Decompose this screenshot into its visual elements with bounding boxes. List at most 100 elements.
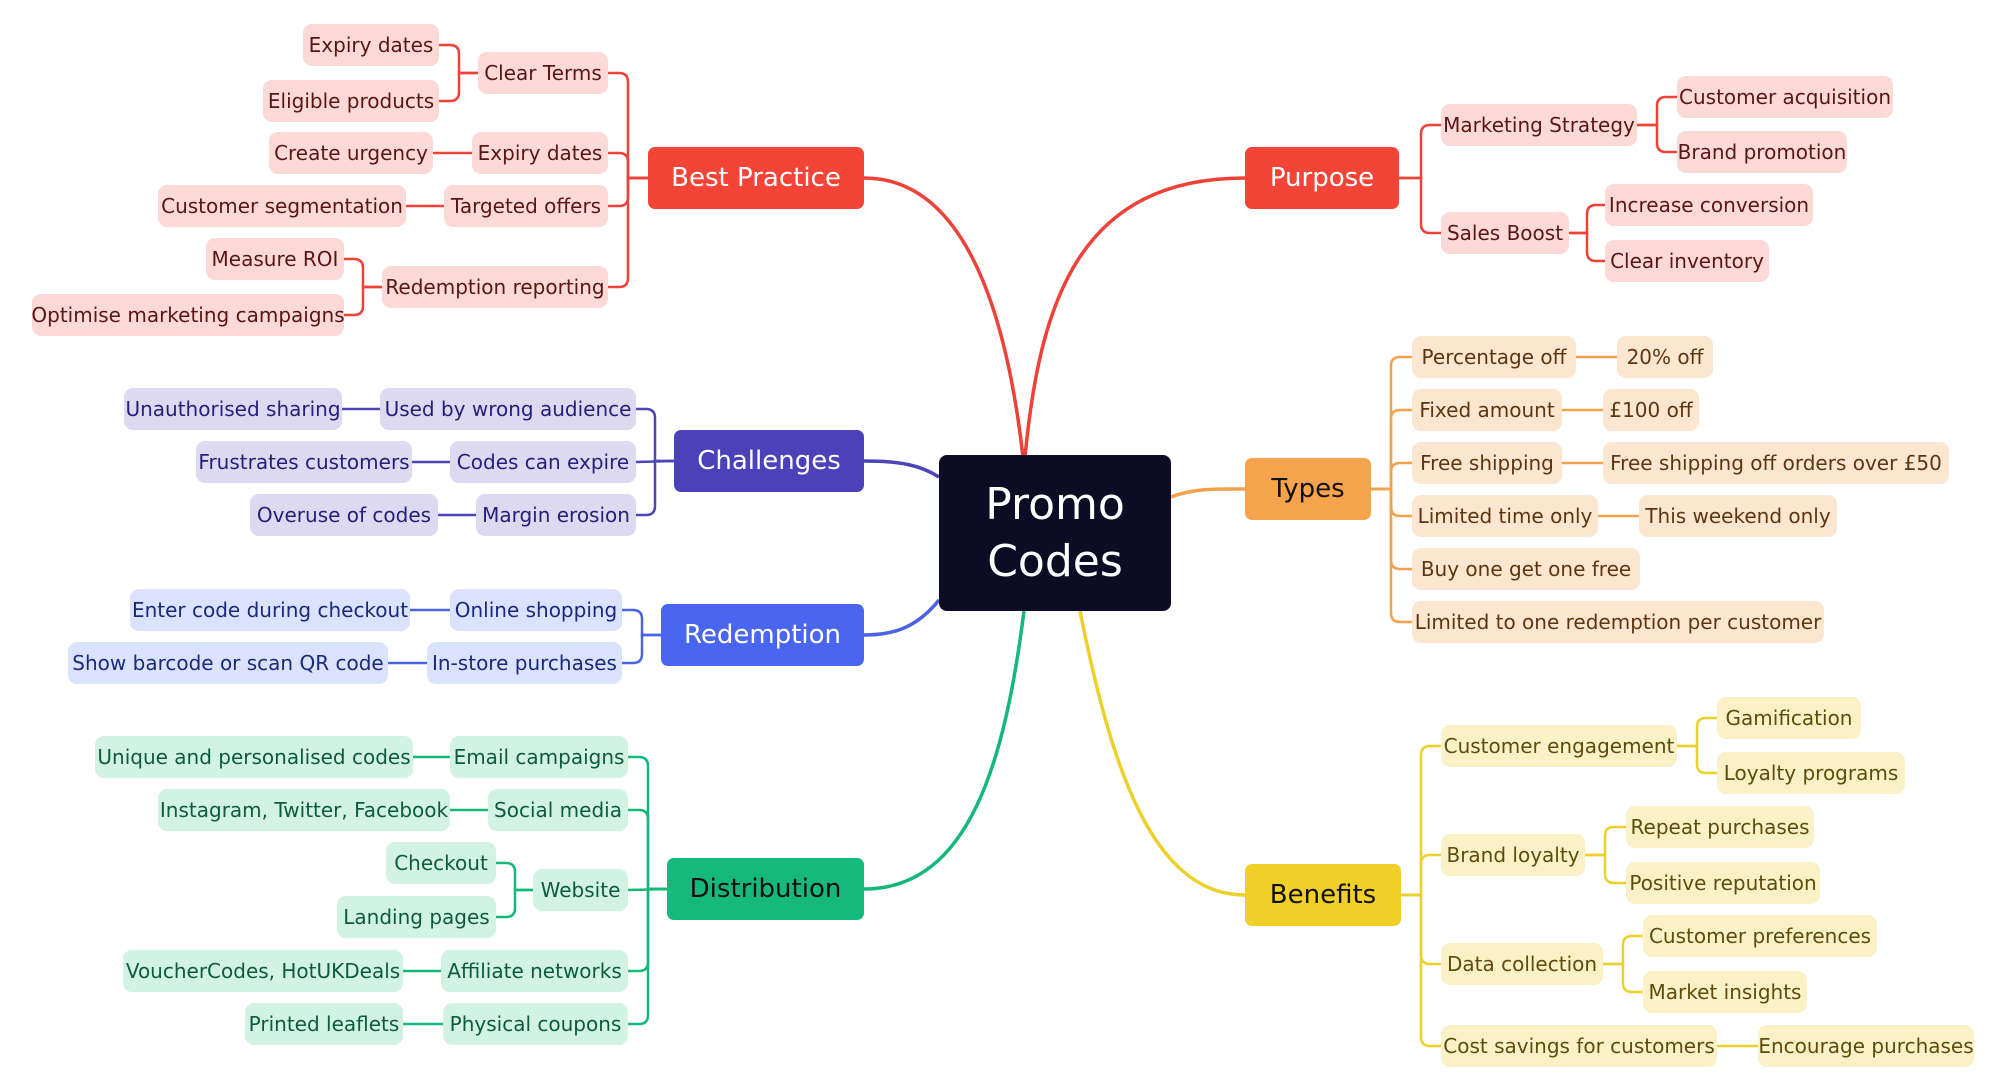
branch-best-practice-label: Best Practice — [671, 163, 841, 193]
topic-landing-pages[interactable]: Landing pages — [337, 896, 496, 938]
topic-codes-can-expire[interactable]: Codes can expire — [450, 441, 636, 483]
topic-market-insights[interactable]: Market insights — [1643, 971, 1807, 1013]
branch-redemption[interactable]: Redemption — [661, 604, 864, 666]
topic-100-off[interactable]: £100 off — [1603, 389, 1699, 431]
topic-loyalty-programs[interactable]: Loyalty programs — [1717, 752, 1905, 794]
topic-percentage-off[interactable]: Percentage off — [1412, 336, 1576, 378]
topic-margin-erosion[interactable]: Margin erosion — [476, 494, 636, 536]
topic-cost-savings[interactable]: Cost savings for customers — [1441, 1025, 1717, 1067]
topic-fixed-amount[interactable]: Fixed amount — [1412, 389, 1562, 431]
topic-one-redemption[interactable]: Limited to one redemption per customer — [1412, 601, 1824, 643]
branch-types[interactable]: Types — [1245, 458, 1371, 520]
connector-types — [1170, 487, 1246, 499]
connector-distribution — [863, 610, 1026, 891]
central-topic-label: Promo Codes — [985, 478, 1125, 587]
topic-clear-inventory[interactable]: Clear inventory — [1605, 240, 1769, 282]
central-topic[interactable]: Promo Codes — [939, 455, 1171, 611]
conn-acq — [1637, 95, 1677, 127]
topic-positive-reputation[interactable]: Positive reputation — [1626, 862, 1820, 904]
topic-encourage-purchases[interactable]: Encourage purchases — [1758, 1025, 1974, 1067]
conn-benefit-3 — [1401, 893, 1441, 1048]
conn-type-1 — [1371, 408, 1412, 491]
topic-checkout[interactable]: Checkout — [386, 842, 496, 884]
topic-marketing-strategy[interactable]: Marketing Strategy — [1441, 104, 1637, 146]
conn-bp-1 — [608, 151, 648, 180]
conn-ds-4 — [628, 887, 667, 1026]
conn-benefit-1 — [1401, 853, 1441, 897]
branch-distribution[interactable]: Distribution — [667, 858, 864, 920]
conn-sales-boost — [1399, 176, 1441, 235]
topic-measure-roi[interactable]: Measure ROI — [206, 238, 344, 280]
conn-optimise — [344, 285, 382, 317]
topic-free-shipping-over-50[interactable]: Free shipping off orders over £50 — [1603, 442, 1949, 484]
topic-email-campaigns[interactable]: Email campaigns — [450, 736, 628, 778]
conn-eligible — [439, 71, 478, 103]
topic-20-off[interactable]: 20% off — [1617, 336, 1713, 378]
topic-limited-time[interactable]: Limited time only — [1412, 495, 1598, 537]
topic-unauthorised-sharing[interactable]: Unauthorised sharing — [124, 388, 342, 430]
conn-insight — [1603, 962, 1643, 994]
topic-expiry-dates[interactable]: Expiry dates — [472, 132, 608, 174]
connector-redemption — [863, 598, 941, 637]
topic-customer-acquisition[interactable]: Customer acquisition — [1677, 76, 1893, 118]
topic-data-collection[interactable]: Data collection — [1441, 943, 1603, 985]
conn-bp-0 — [608, 71, 648, 180]
conn-type-2 — [1371, 461, 1412, 491]
conn-benefit-0 — [1401, 744, 1441, 897]
conn-ds-1 — [628, 808, 667, 891]
topic-free-shipping[interactable]: Free shipping — [1412, 442, 1562, 484]
topic-customer-segmentation[interactable]: Customer segmentation — [158, 185, 406, 227]
topic-printed-leaflets[interactable]: Printed leaflets — [245, 1003, 403, 1045]
branch-benefits[interactable]: Benefits — [1245, 864, 1401, 926]
topic-expiry-dates-terms[interactable]: Expiry dates — [303, 24, 439, 66]
topic-unique-codes[interactable]: Unique and personalised codes — [95, 736, 413, 778]
topic-brand-promotion[interactable]: Brand promotion — [1677, 131, 1847, 173]
branch-best-practice[interactable]: Best Practice — [648, 147, 864, 209]
branch-benefits-label: Benefits — [1269, 880, 1377, 910]
conn-rd-1 — [622, 633, 661, 665]
branch-challenges-label: Challenges — [697, 446, 841, 476]
branch-purpose-label: Purpose — [1269, 163, 1375, 193]
conn-repeat — [1585, 825, 1626, 857]
topic-physical-coupons[interactable]: Physical coupons — [443, 1003, 628, 1045]
topic-eligible-products[interactable]: Eligible products — [263, 80, 439, 122]
topic-frustrates-customers[interactable]: Frustrates customers — [196, 441, 412, 483]
topic-targeted-offers[interactable]: Targeted offers — [444, 185, 608, 227]
topic-clear-terms[interactable]: Clear Terms — [478, 52, 608, 94]
topic-in-store[interactable]: In-store purchases — [427, 642, 622, 684]
topic-brand-loyalty[interactable]: Brand loyalty — [1441, 834, 1585, 876]
conn-clear-inv — [1569, 231, 1605, 263]
topic-optimise-campaigns[interactable]: Optimise marketing campaigns — [31, 294, 345, 336]
conn-type-0 — [1371, 355, 1412, 491]
topic-enter-code[interactable]: Enter code during checkout — [130, 589, 410, 631]
topic-gamification[interactable]: Gamification — [1717, 697, 1861, 739]
topic-bogof[interactable]: Buy one get one free — [1412, 548, 1640, 590]
conn-marketing — [1399, 123, 1441, 180]
topic-overuse-of-codes[interactable]: Overuse of codes — [250, 494, 438, 536]
topic-redemption-reporting[interactable]: Redemption reporting — [382, 266, 608, 308]
topic-social-media[interactable]: Social media — [488, 789, 628, 831]
branch-types-label: Types — [1271, 474, 1345, 504]
topic-customer-engagement[interactable]: Customer engagement — [1441, 725, 1677, 767]
topic-increase-conversion[interactable]: Increase conversion — [1605, 184, 1813, 226]
conn-rd-0 — [622, 608, 661, 637]
branch-distribution-label: Distribution — [689, 874, 842, 904]
topic-used-by-wrong-audience[interactable]: Used by wrong audience — [380, 388, 636, 430]
topic-show-barcode[interactable]: Show barcode or scan QR code — [68, 642, 388, 684]
topic-social-platforms[interactable]: Instagram, Twitter, Facebook — [158, 789, 450, 831]
topic-this-weekend[interactable]: This weekend only — [1639, 495, 1837, 537]
topic-repeat-purchases[interactable]: Repeat purchases — [1626, 806, 1814, 848]
topic-sales-boost[interactable]: Sales Boost — [1441, 212, 1569, 254]
topic-online-shopping[interactable]: Online shopping — [450, 589, 622, 631]
conn-increase-conv — [1569, 203, 1605, 235]
branch-purpose[interactable]: Purpose — [1245, 147, 1399, 209]
conn-pref — [1603, 934, 1643, 966]
topic-affiliate-networks[interactable]: Affiliate networks — [441, 950, 628, 992]
branch-challenges[interactable]: Challenges — [674, 430, 864, 492]
connector-benefits — [1078, 610, 1246, 897]
topic-create-urgency[interactable]: Create urgency — [269, 132, 433, 174]
topic-voucher-sites[interactable]: VoucherCodes, HotUKDeals — [123, 950, 403, 992]
topic-website[interactable]: Website — [533, 869, 628, 911]
topic-customer-preferences[interactable]: Customer preferences — [1643, 915, 1877, 957]
